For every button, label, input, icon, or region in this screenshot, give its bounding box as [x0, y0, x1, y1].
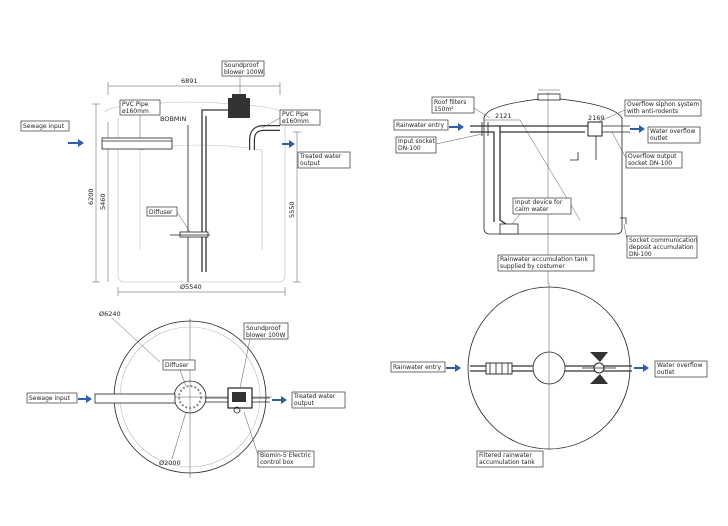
svg-text:PVC Pipe: PVC Pipe: [122, 101, 149, 108]
svg-text:output: output: [294, 400, 314, 407]
svg-text:Overflow siphon system: Overflow siphon system: [627, 101, 699, 108]
svg-text:ø160mm: ø160mm: [122, 108, 149, 115]
svg-text:150m²: 150m²: [434, 106, 454, 113]
label-overflow-outlet-top: Water overflow outlet: [647, 126, 701, 144]
svg-text:DN-100: DN-100: [398, 145, 421, 152]
svg-text:outlet: outlet: [657, 369, 675, 376]
label-treated-top: Treated water output: [297, 151, 351, 169]
svg-text:control box: control box: [260, 459, 294, 466]
svg-text:Diffuser: Diffuser: [165, 362, 189, 369]
label-siphon: Overflow siphon system with anti-rodents: [624, 99, 702, 117]
svg-text:deposit accumulation: deposit accumulation: [629, 244, 694, 251]
svg-text:output: output: [300, 160, 320, 167]
dim-height-inner: 5460: [99, 193, 107, 210]
svg-text:Input socket: Input socket: [398, 138, 435, 145]
label-rainwater-entry-bottom: Rainwater entry: [390, 361, 446, 373]
svg-text:Roof filters: Roof filters: [434, 99, 466, 106]
label-blower-top: Soundproof blower 100W: [221, 60, 265, 77]
svg-text:blower 100W: blower 100W: [224, 69, 264, 76]
label-filtered-tank: Filtered rainwater accumulation tank: [476, 450, 544, 468]
label-sewage-top: Sewage input: [20, 120, 70, 132]
dim-diameter-bottom: Ø5540: [180, 283, 202, 291]
label-pvc-right: PVC Pipe ø160mm: [279, 109, 321, 126]
right-top-elevation: 2121 2169 Roof filters 150m² Rainwater e…: [393, 89, 702, 284]
svg-text:outlet: outlet: [650, 135, 668, 142]
svg-text:Filtered rainwater: Filtered rainwater: [479, 452, 532, 459]
tank-brand-text: BOBMIN: [160, 115, 186, 123]
label-input-socket: Input socket DN-100: [395, 136, 437, 154]
label-blower-bottom: Soundproof blower 100W: [243, 322, 289, 340]
label-control-box: Biomin-5 Electric control box: [257, 450, 315, 468]
label-rainwater-entry-top: Rainwater entry: [393, 119, 449, 131]
svg-text:Biomin-5 Electric: Biomin-5 Electric: [260, 452, 311, 459]
label-overflow-socket: Overflow output socket DN-100: [625, 151, 683, 169]
svg-text:blower 100W: blower 100W: [246, 332, 286, 339]
dim-height-total: 6200: [87, 188, 95, 205]
label-overflow-outlet-bottom: Water overflow outlet: [654, 360, 708, 378]
svg-text:Rainwater entry: Rainwater entry: [393, 364, 441, 371]
svg-text:Soundproof: Soundproof: [246, 325, 281, 332]
label-treated-bottom: Treated water output: [291, 391, 346, 409]
svg-text:Water overflow: Water overflow: [657, 362, 702, 369]
svg-text:Sewage input: Sewage input: [23, 123, 65, 130]
svg-text:Overflow output: Overflow output: [628, 153, 677, 160]
left-bottom-plan: Ø6240 Ø2000 Soundproof blower 100W Diffu…: [26, 310, 346, 478]
dim-height-right: 5550: [288, 201, 296, 218]
svg-text:Diffuser: Diffuser: [149, 209, 173, 216]
label-diffuser-bottom: Diffuser: [162, 359, 196, 371]
dim-outer-diameter: Ø6240: [99, 310, 121, 318]
right-bottom-plan: Rainwater entry Water overflow outlet Fi…: [390, 283, 708, 468]
svg-text:calm water: calm water: [515, 206, 549, 213]
svg-text:Soundproof: Soundproof: [224, 62, 259, 69]
svg-text:ø160mm: ø160mm: [282, 118, 309, 125]
svg-text:Input device for: Input device for: [515, 199, 563, 206]
label-diffuser-top: Diffuser: [146, 206, 178, 217]
label-socket-communication: Socket communication deposit accumulatio…: [626, 235, 698, 259]
svg-text:Water overflow: Water overflow: [650, 128, 695, 135]
svg-text:with anti-rodents: with anti-rodents: [627, 108, 678, 115]
svg-text:accumulation tank: accumulation tank: [479, 459, 535, 466]
svg-text:Treated water: Treated water: [299, 153, 342, 160]
label-calm-water: Input device for calm water: [512, 197, 572, 215]
dim-width: 6891: [181, 77, 198, 85]
label-roof-filters: Roof filters 150m²: [431, 96, 475, 114]
svg-text:DN-100: DN-100: [629, 251, 652, 258]
dim-left: 2121: [495, 112, 512, 120]
svg-text:Rainwater entry: Rainwater entry: [396, 122, 444, 129]
svg-text:socket DN-100: socket DN-100: [628, 160, 672, 167]
label-sewage-bottom: Sewage input: [26, 392, 78, 404]
label-tank-supplied: Rainwater accumulation tank supplied by …: [497, 254, 595, 272]
left-top-elevation: BOBMIN 6891 6200 5460 5550 Ø5540: [20, 60, 351, 296]
svg-text:Socket communication: Socket communication: [629, 237, 698, 244]
svg-text:supplied by costumer: supplied by costumer: [500, 263, 565, 270]
svg-text:PVC Pipe: PVC Pipe: [282, 111, 309, 118]
svg-text:Sewage input: Sewage input: [29, 395, 71, 402]
label-pvc-left: PVC Pipe ø160mm: [119, 99, 161, 116]
dim-right: 2169: [588, 114, 605, 122]
svg-text:Treated water: Treated water: [293, 393, 336, 400]
svg-text:Rainwater accumulation tank: Rainwater accumulation tank: [500, 256, 588, 263]
dim-inner-diameter: Ø2000: [159, 459, 181, 467]
